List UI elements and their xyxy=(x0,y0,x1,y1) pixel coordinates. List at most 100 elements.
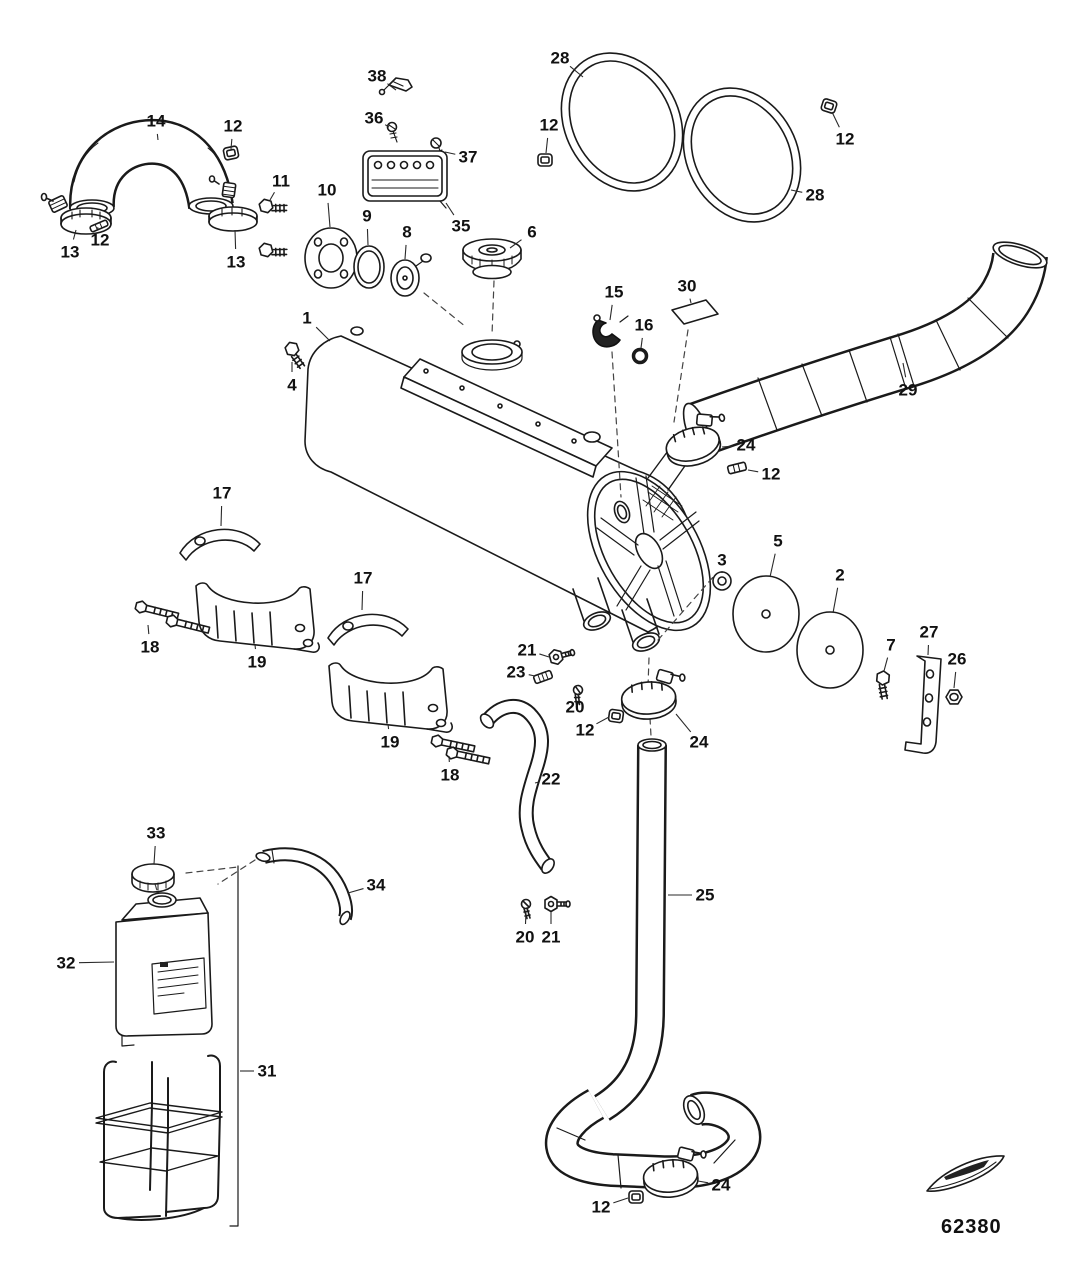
callout-leader-line xyxy=(230,138,233,150)
part-pin-12 xyxy=(726,461,748,475)
callout-leader-line xyxy=(327,202,331,228)
callout-label: 12 xyxy=(592,1198,611,1217)
callout-leader-line xyxy=(387,83,397,91)
callout-label: 21 xyxy=(518,641,537,660)
callout-label: 29 xyxy=(899,381,918,400)
callout-leader-line xyxy=(640,337,643,349)
callout-leader-line xyxy=(675,713,692,733)
callout-leader-line xyxy=(596,716,610,725)
callout-label: 30 xyxy=(678,277,697,296)
part-seal-8 xyxy=(390,253,432,297)
callout-label: 14 xyxy=(147,112,166,131)
callout-leader-line xyxy=(953,671,957,689)
callout-label: 6 xyxy=(527,223,536,242)
part-nut-26 xyxy=(945,689,963,705)
part-mount-bracket-19-b xyxy=(328,662,453,733)
callout-leader-line xyxy=(72,229,77,240)
part-terminal-box-35 xyxy=(362,150,448,209)
callout-leader-line xyxy=(366,228,369,246)
callout-label: 19 xyxy=(381,733,400,752)
callout-leader-line xyxy=(832,587,839,614)
callout-label: 18 xyxy=(141,638,160,657)
callout-label: 12 xyxy=(836,130,855,149)
callout-leader-line xyxy=(509,239,522,249)
part-pressure-cap-6 xyxy=(462,238,522,280)
callout-label: 34 xyxy=(367,876,386,895)
callout-leader-line xyxy=(545,137,549,154)
callout-leader-line xyxy=(689,298,692,304)
callout-leader-line xyxy=(883,657,889,672)
callout-label: 33 xyxy=(147,824,166,843)
part-bolt-11 xyxy=(256,241,289,263)
callout-label: 32 xyxy=(57,954,76,973)
part-disc-5 xyxy=(732,575,800,653)
callout-label: 37 xyxy=(459,148,478,167)
callout-label: 24 xyxy=(712,1176,731,1195)
callout-leader-line xyxy=(347,888,364,894)
callout-leader-line xyxy=(769,553,776,578)
callout-label: 19 xyxy=(248,653,267,672)
callout-label: 12 xyxy=(224,117,243,136)
part-heat-exchanger-tank-1 xyxy=(304,326,712,652)
callout-leader-line xyxy=(315,326,331,342)
brand-logo xyxy=(926,1155,1005,1192)
part-bolt-11 xyxy=(256,197,289,219)
assembly-dashed-lines xyxy=(154,280,689,898)
callout-leader-line xyxy=(609,304,613,321)
callout-leader-line xyxy=(613,1197,629,1204)
callout-leader-line xyxy=(902,362,907,378)
callout-label: 17 xyxy=(213,484,232,503)
part-pad-30 xyxy=(671,299,719,325)
part-bracket-27 xyxy=(904,655,942,754)
callout-leader-line xyxy=(831,111,840,128)
part-mount-bracket-19-a xyxy=(195,582,320,653)
callout-leader-line xyxy=(78,961,115,964)
callout-label: 28 xyxy=(551,49,570,68)
callout-label: 16 xyxy=(635,316,654,335)
part-washer-3 xyxy=(712,571,732,591)
callout-leader-line xyxy=(404,244,407,260)
callout-leader-line xyxy=(697,1180,709,1184)
part-grommet-16 xyxy=(631,347,649,365)
part-clip-12 xyxy=(819,97,839,115)
callout-leader-line xyxy=(534,781,539,784)
part-exhaust-tube-25 xyxy=(544,738,762,1190)
part-fitting-21 xyxy=(547,644,578,667)
callout-leader-line xyxy=(387,723,390,730)
callout-leader-line xyxy=(220,505,223,527)
callout-leader-line xyxy=(269,191,275,201)
callout-leader-line xyxy=(384,124,390,128)
part-spacer-23 xyxy=(532,669,554,685)
part-exhaust-hose-29 xyxy=(682,241,1048,458)
callout-label: 9 xyxy=(362,207,371,226)
callout-label: 2 xyxy=(835,566,844,585)
part-bolt-4 xyxy=(283,339,306,372)
callout-leader-line xyxy=(156,133,159,141)
callout-label: 24 xyxy=(690,733,709,752)
callout-label: 28 xyxy=(806,186,825,205)
part-reservoir-cap-33 xyxy=(131,863,175,893)
part-hose-clamp-13-right xyxy=(208,175,258,232)
callout-label: 4 xyxy=(287,376,297,395)
callout-leader-line xyxy=(445,202,455,216)
callout-label: 20 xyxy=(516,928,535,947)
callout-label: 11 xyxy=(272,172,290,191)
callout-label: 15 xyxy=(605,283,624,302)
part-screw-36 xyxy=(386,121,398,143)
callout-label: 26 xyxy=(948,650,967,669)
part-hose-clamp-13-left xyxy=(40,192,112,235)
part-gasket-9 xyxy=(353,245,385,289)
part-disc-2 xyxy=(796,611,864,689)
part-wire-holder-31 xyxy=(95,1054,223,1221)
callout-label: 12 xyxy=(576,721,595,740)
part-ring-28-b xyxy=(682,87,802,223)
callout-label: 13 xyxy=(61,243,80,262)
callout-leader-line xyxy=(153,845,156,865)
callout-label: 36 xyxy=(365,109,384,128)
bracket-line-31 xyxy=(229,865,239,1227)
callout-leader-line xyxy=(790,189,803,193)
part-strap-17-a xyxy=(179,528,261,561)
part-hose-clamp-24 xyxy=(618,666,689,722)
